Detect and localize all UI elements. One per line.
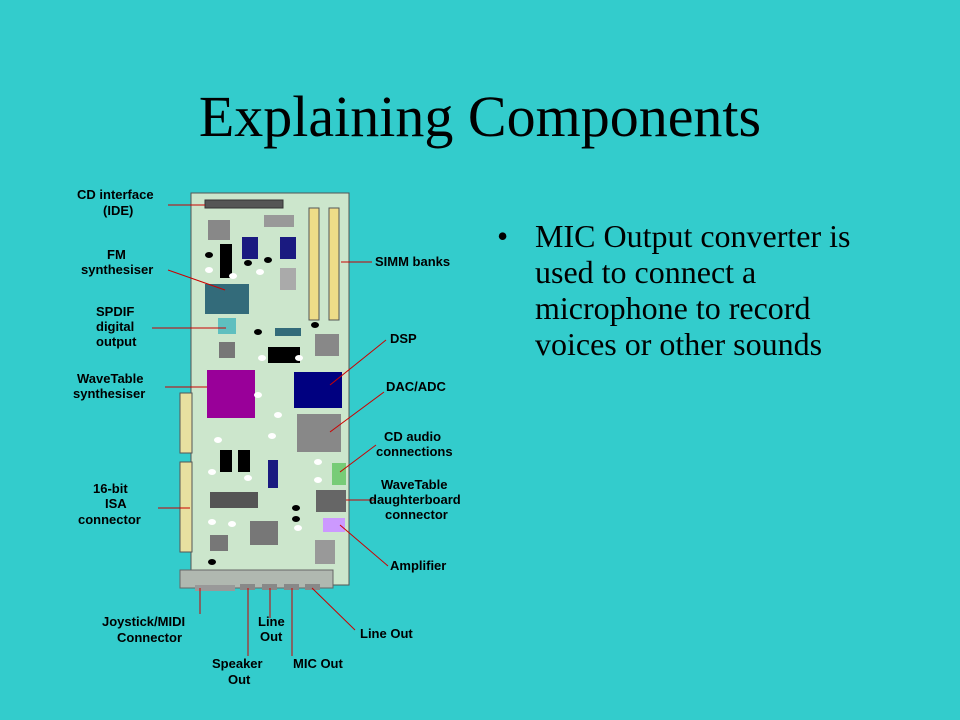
chip: [280, 237, 296, 259]
chip: [210, 535, 228, 551]
wavetable-chip: [207, 370, 255, 418]
chip: [242, 237, 258, 259]
chip: [219, 342, 235, 358]
spdif-chip: [218, 318, 236, 334]
chip: [315, 334, 339, 356]
chip: [250, 521, 278, 545]
simm-slot-1: [308, 207, 320, 321]
bullet-list: • MIC Output converter is used to connec…: [497, 218, 897, 362]
chip: [264, 215, 294, 227]
bullet-dot-icon: •: [497, 218, 509, 254]
speaker-jack: [240, 584, 255, 590]
chip: [275, 328, 301, 336]
fm-synth-chip: [205, 284, 249, 314]
ide-connector: [204, 199, 284, 209]
chip: [220, 244, 232, 278]
label-line-out-right: Line Out: [360, 626, 413, 641]
dsp-chip: [294, 372, 342, 408]
chip: [238, 450, 250, 472]
label-cd-interface: CD interface(IDE): [77, 187, 154, 218]
capacitors: [205, 252, 319, 565]
simm-slot-2: [328, 207, 340, 321]
joystick-port: [195, 585, 235, 591]
leader-lines: [152, 204, 389, 656]
chip: [268, 347, 300, 363]
mic-jack: [284, 584, 299, 590]
cd-audio-connector: [332, 463, 346, 485]
capacitors-white: [205, 267, 322, 531]
dac-adc-chip: [297, 414, 341, 452]
chip: [220, 450, 232, 472]
chip: [268, 460, 278, 488]
amplifier-chip: [323, 518, 345, 532]
label-dac-adc: DAC/ADC: [386, 379, 447, 394]
bullet-item: • MIC Output converter is used to connec…: [497, 218, 897, 362]
chip: [280, 268, 296, 290]
bullet-text: MIC Output converter is used to connect …: [535, 218, 851, 362]
wavetable-daughterboard-connector: [316, 490, 346, 512]
isa-connector-lower: [179, 461, 193, 553]
slide-title: Explaining Components: [198, 84, 762, 149]
label-mic-out: MIC Out: [293, 656, 343, 671]
backplate-bracket: [179, 569, 334, 589]
label-simm: SIMM banks: [375, 254, 450, 269]
label-amplifier: Amplifier: [390, 558, 446, 573]
chip: [210, 492, 258, 508]
chip: [315, 540, 335, 564]
chip: [208, 220, 230, 240]
label-dsp: DSP: [390, 331, 417, 346]
isa-connector-upper: [179, 392, 193, 454]
line-out-jack: [262, 584, 277, 590]
line-in-jack: [305, 584, 320, 590]
